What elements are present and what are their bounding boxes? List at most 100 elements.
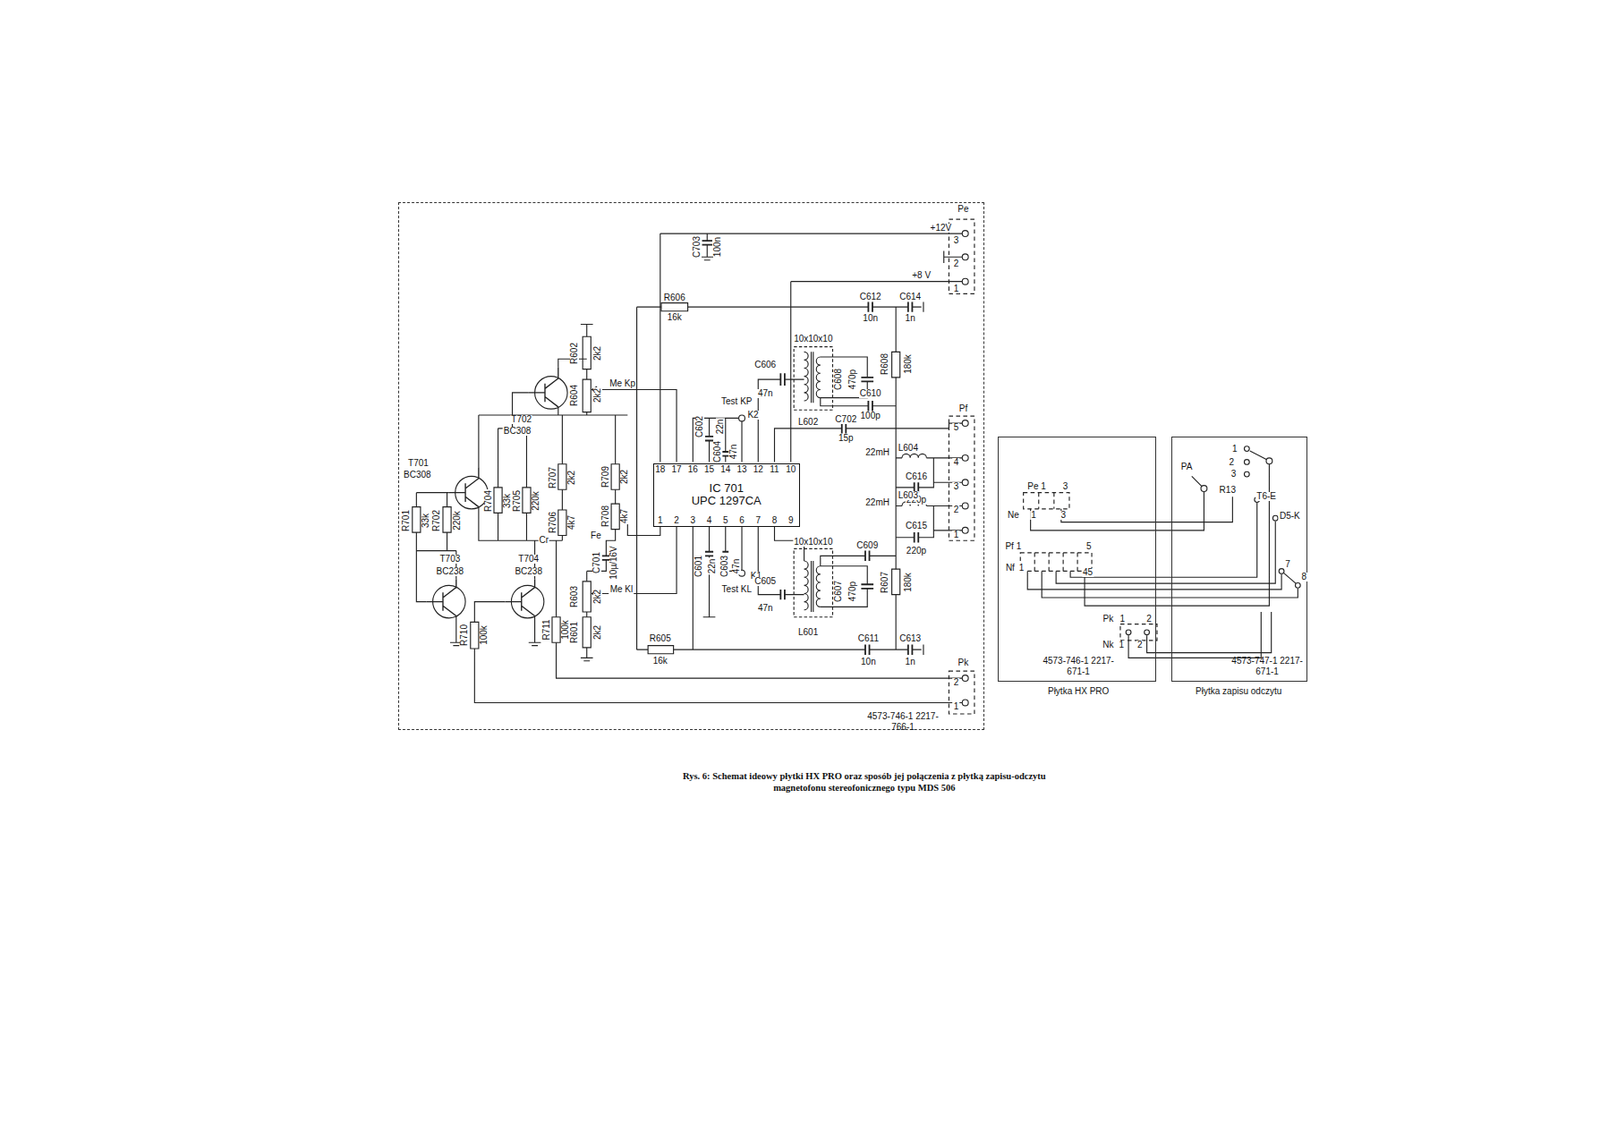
part-label: 2k2	[593, 387, 603, 404]
part-label: 3	[1062, 482, 1070, 492]
wire	[591, 233, 962, 656]
part-label: T703	[438, 554, 461, 564]
part-label: 220p	[905, 546, 928, 556]
part-label: R704	[484, 489, 494, 513]
pin-terminal	[961, 527, 969, 534]
part-label: 180k	[903, 353, 913, 375]
part-label: 47n	[757, 389, 775, 399]
part-label: 5	[953, 423, 961, 433]
part-label: 16	[687, 465, 699, 475]
figure-caption: Rys. 6: Schemat ideowy płytki HX PRO ora…	[676, 770, 1052, 795]
part-label: Pk	[957, 658, 971, 668]
test-point	[739, 415, 746, 422]
part-label: 1	[1029, 510, 1038, 520]
part-label: 4	[953, 458, 961, 468]
part-label: BC308	[502, 426, 533, 436]
pin-terminal	[961, 675, 969, 682]
part-label: L602	[797, 417, 819, 427]
part-label: R601	[570, 621, 579, 645]
part-label: 5	[722, 516, 730, 526]
part-label: C610	[859, 389, 883, 399]
part-label: PA	[1180, 462, 1194, 472]
part-label: Pe 1	[1026, 482, 1047, 492]
part-label: 2	[672, 516, 681, 526]
part-label: 1	[1117, 640, 1125, 650]
part-label: R604	[570, 383, 579, 408]
switch-contact	[1278, 569, 1285, 575]
switch-contact	[1243, 471, 1250, 477]
part-label: 47n	[757, 604, 775, 613]
part-label: R608	[880, 352, 890, 376]
pin-terminal	[961, 230, 969, 238]
transistor-symbol	[426, 366, 568, 618]
part-label: 470p	[848, 368, 858, 391]
part-label: C607	[834, 579, 843, 604]
pin-terminal	[961, 254, 969, 261]
pin-terminal	[961, 454, 969, 461]
part-label: C602	[695, 415, 705, 439]
part-label: 10x10x10	[792, 334, 834, 344]
part-label: R605	[648, 634, 673, 644]
pin-terminal	[961, 699, 969, 707]
part-label: C613	[898, 634, 922, 644]
part-label: C702	[834, 415, 858, 425]
part-label: 9	[787, 516, 795, 526]
part-label: 3	[953, 482, 961, 492]
resistor-symbol	[412, 303, 901, 655]
part-label: 1	[656, 516, 664, 526]
part-label: 3	[953, 236, 961, 246]
part-label: 100k	[561, 619, 571, 641]
part-label: Me Kp	[608, 379, 637, 389]
part-label: 47n	[731, 558, 741, 576]
switch-contact	[1294, 583, 1301, 589]
wire	[416, 324, 962, 704]
part-label: 6	[738, 516, 746, 526]
part-label: 10µ/16V	[609, 545, 619, 581]
part-label: C614	[898, 292, 922, 302]
part-label: Pf	[958, 404, 969, 414]
part-label: 22n	[715, 417, 725, 435]
part-label: C701	[592, 551, 602, 575]
part-label: D5-K	[1278, 511, 1302, 521]
part-label: 4k7	[620, 508, 630, 525]
part-label: R606	[663, 293, 687, 303]
part-label: BC238	[435, 567, 466, 577]
part-label: 2k2	[567, 469, 577, 486]
part-label: 22mH	[864, 448, 891, 458]
part-label: 10n	[859, 657, 877, 667]
part-label: C604	[713, 440, 723, 464]
coil-symbol	[804, 351, 928, 613]
part-label: Nf	[1004, 563, 1016, 573]
part-label: Ne	[1006, 510, 1021, 520]
part-label: 10n	[861, 314, 879, 324]
part-label: C612	[859, 292, 883, 302]
part-label: R602	[570, 341, 579, 366]
part-label: 16k	[652, 656, 669, 666]
transistor-leads	[426, 366, 559, 616]
part-label: R707	[548, 466, 558, 490]
part-label: L601	[797, 628, 819, 638]
pin-terminal	[1125, 629, 1132, 636]
part-label: 10	[784, 465, 797, 475]
part-label: C611	[857, 634, 880, 644]
part-label: 22n	[707, 558, 717, 576]
schematic-lines	[412, 219, 1301, 715]
part-label: 1	[953, 702, 961, 712]
part-label: L604	[897, 443, 920, 453]
part-label: +8 V	[910, 271, 932, 281]
part-label: R13	[1218, 485, 1237, 495]
part-label: Cr	[538, 536, 551, 545]
board-label: 4573-747-1 2217-671-1	[1231, 655, 1303, 677]
part-label: 13	[735, 465, 748, 475]
part-label: 1	[1119, 614, 1127, 624]
part-label: BC238	[513, 567, 544, 577]
part-label: 14	[719, 465, 732, 475]
part-label: 45	[1081, 568, 1094, 578]
part-label: 2k2	[593, 344, 603, 361]
part-label: C615	[904, 521, 928, 531]
switch-contact	[1243, 446, 1250, 452]
part-label: 8	[771, 516, 779, 526]
pin-terminal	[961, 479, 969, 486]
switch-contact	[1243, 459, 1250, 466]
